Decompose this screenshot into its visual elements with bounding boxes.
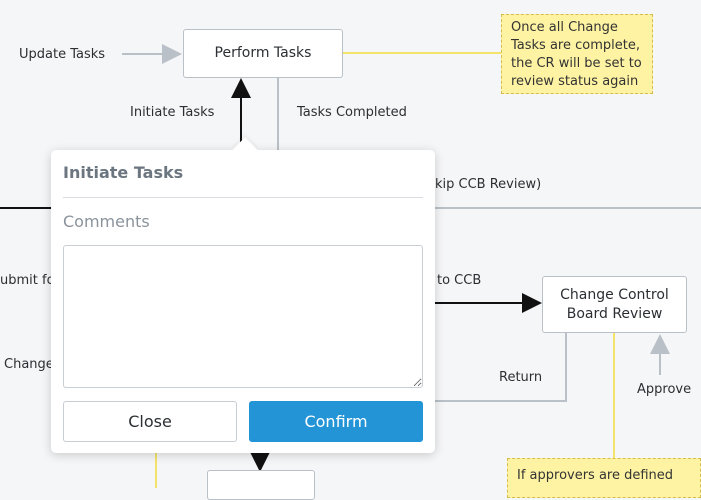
initiate-tasks-dialog: Initiate Tasks Comments Close Confirm (51, 137, 435, 453)
connector-layer (0, 44, 701, 488)
tasks-completed-label[interactable]: Tasks Completed (297, 105, 407, 120)
return-line (435, 333, 567, 402)
perform-tasks-node[interactable]: Perform Tasks (183, 29, 343, 78)
comments-textarea[interactable] (63, 245, 423, 388)
close-button[interactable]: Close (63, 401, 237, 442)
confirm-button[interactable]: Confirm (249, 401, 423, 442)
submit-for-label[interactable]: ubmit fo (0, 273, 55, 288)
skip-ccb-review-label[interactable]: kip CCB Review) (435, 177, 542, 192)
change-label[interactable]: Change (4, 357, 54, 372)
approve-label[interactable]: Approve (637, 382, 692, 397)
tasks-complete-note-text: Once all Change Tasks are complete, the … (511, 20, 642, 89)
approvers-note-text: If approvers are defined (517, 468, 674, 483)
change-control-board-review-node[interactable]: Change Control Board Review (542, 276, 687, 333)
comments-label: Comments (63, 212, 150, 231)
return-label[interactable]: Return (499, 370, 543, 385)
tasks-complete-note: Once all Change Tasks are complete, the … (501, 14, 653, 94)
dialog-divider (63, 197, 423, 198)
perform-tasks-label: Perform Tasks (214, 45, 312, 61)
to-ccb-label[interactable]: to CCB (437, 273, 482, 288)
dialog-title: Initiate Tasks (63, 163, 184, 182)
approvers-note: If approvers are defined (507, 458, 701, 498)
ccb-review-label: Change Control Board Review (560, 286, 669, 322)
initiate-tasks-label[interactable]: Initiate Tasks (130, 105, 215, 120)
update-tasks-label[interactable]: Update Tasks (19, 47, 106, 62)
bottom-node[interactable] (207, 470, 315, 500)
workflow-diagram: Perform Tasks Change Control Board Revie… (0, 14, 701, 500)
